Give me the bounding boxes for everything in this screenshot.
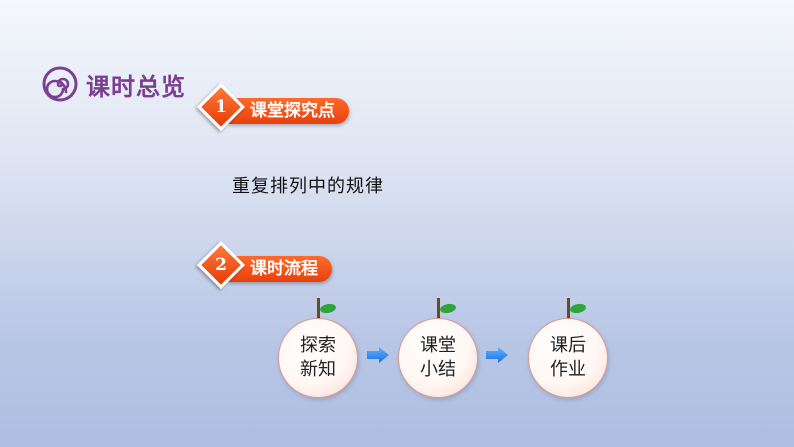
section-tag-inquiry: 课堂探究点 1 (196, 82, 378, 132)
stem-icon (567, 298, 570, 320)
right-arrow-icon (486, 347, 508, 363)
step-line1: 课堂 (420, 335, 456, 356)
leaf-icon (319, 302, 337, 315)
step-line1: 探索 (300, 335, 336, 356)
step-line1: 课后 (550, 335, 586, 356)
step-line2: 小结 (420, 359, 456, 380)
step-line2: 新知 (300, 359, 336, 380)
inquiry-topic: 重复排列中的规律 (232, 176, 384, 197)
flow-step-explore[interactable]: 探索 新知 (278, 298, 360, 398)
stem-icon (437, 298, 440, 320)
leaf-icon (569, 302, 587, 315)
stem-icon (317, 298, 320, 320)
spiral-icon (42, 66, 78, 102)
fruit-circle: 课后 作业 (528, 318, 608, 398)
step-line2: 作业 (550, 359, 586, 380)
section-tag-flow: 课时流程 2 (196, 240, 358, 290)
fruit-circle: 探索 新知 (278, 318, 358, 398)
fruit-circle: 课堂 小结 (398, 318, 478, 398)
header-title: 课时总览 (86, 72, 186, 101)
section-label: 课时流程 (228, 256, 332, 282)
flow-step-homework[interactable]: 课后 作业 (528, 298, 610, 398)
lesson-overview-header: 课时总览 (42, 66, 186, 102)
section-label: 课堂探究点 (228, 98, 349, 124)
right-arrow-icon (367, 347, 389, 363)
section-number: 1 (215, 97, 227, 117)
flow-step-summary[interactable]: 课堂 小结 (398, 298, 480, 398)
section-number: 2 (215, 255, 227, 275)
leaf-icon (439, 302, 457, 315)
